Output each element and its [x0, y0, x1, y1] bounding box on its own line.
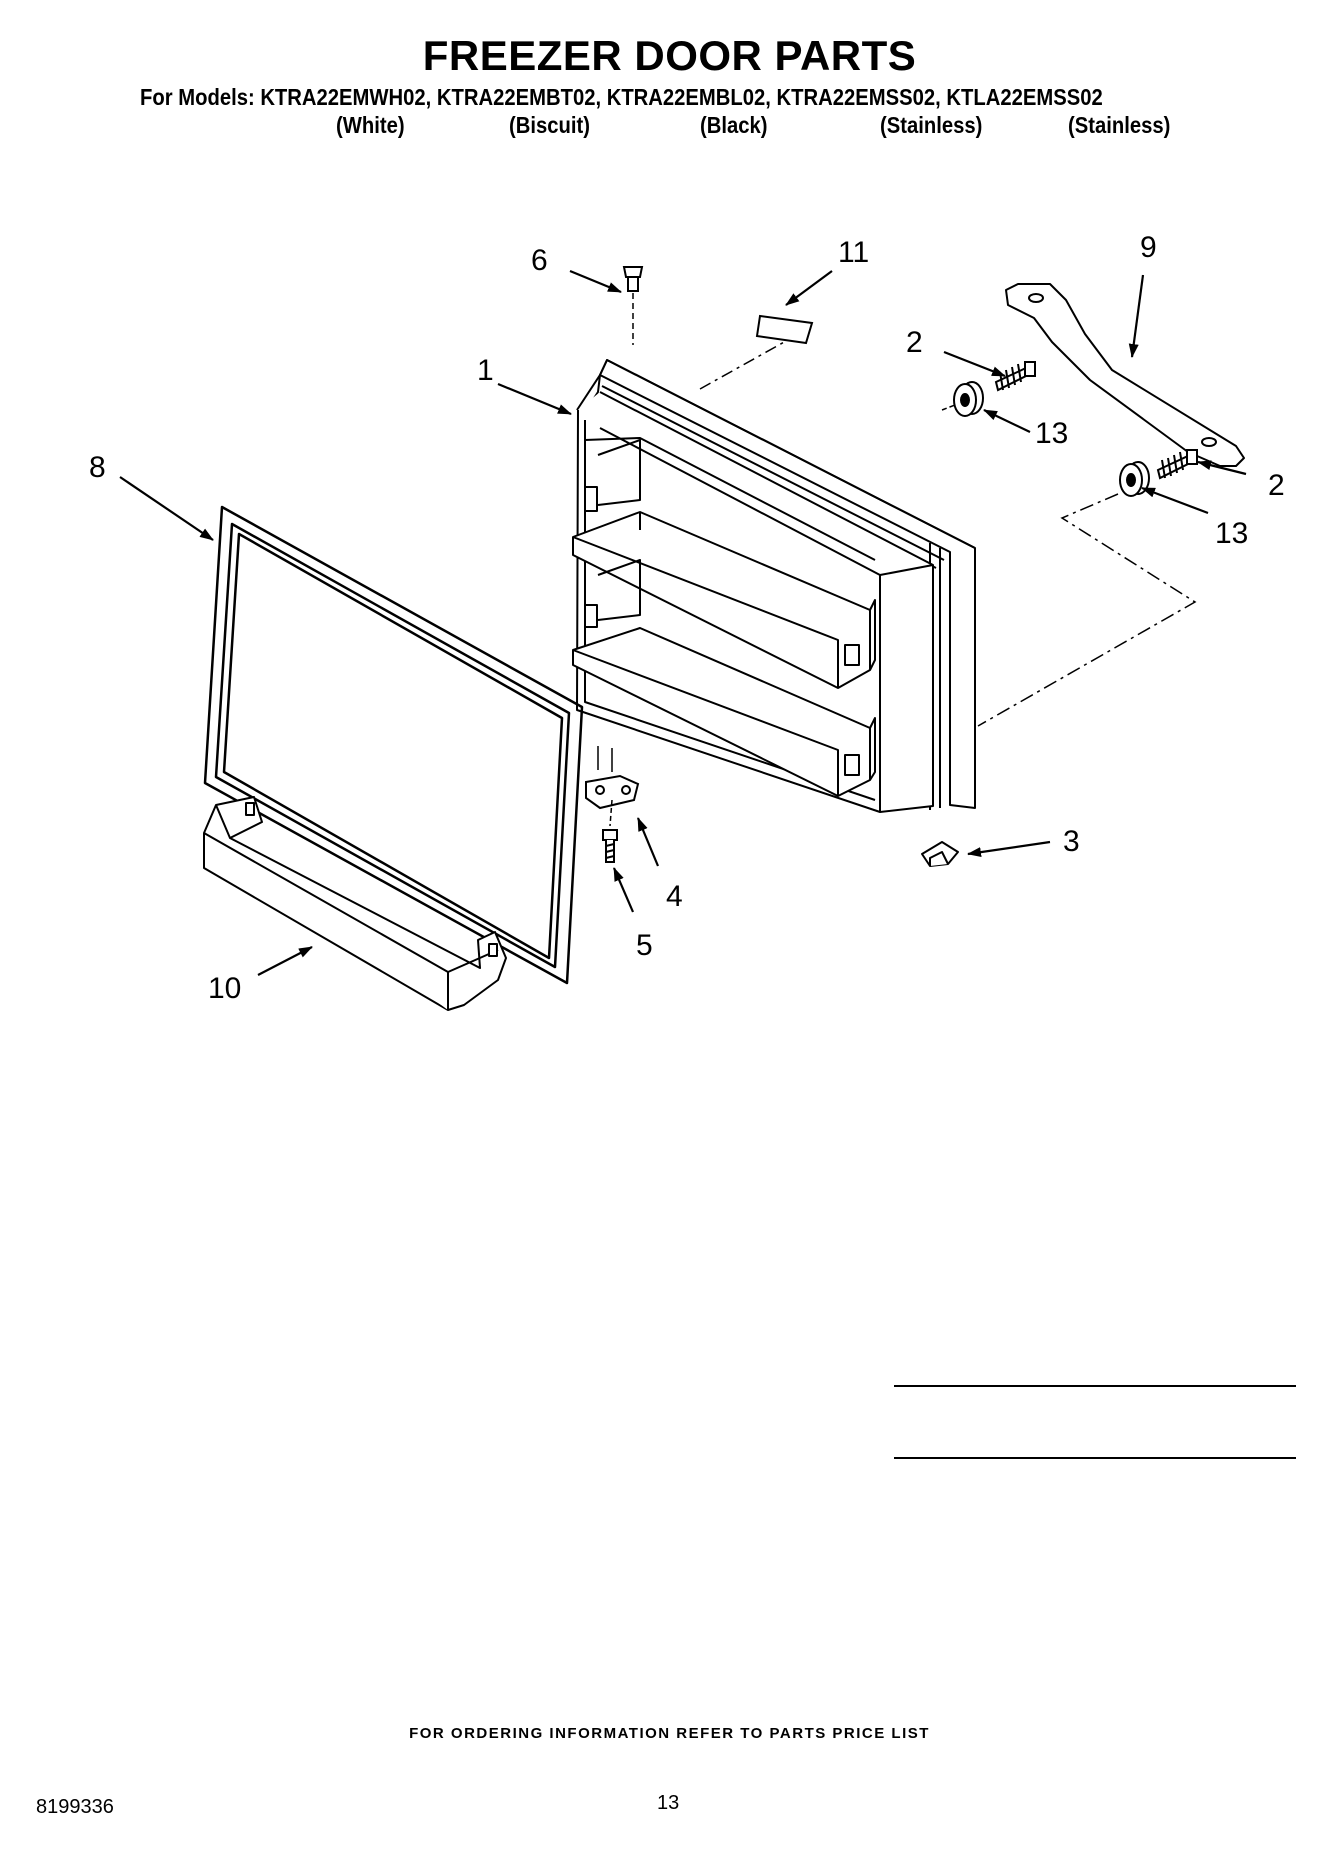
hinge-pins: [597, 746, 613, 772]
door-handle: [1005, 283, 1245, 467]
callout-11: 11: [838, 236, 869, 269]
callout-8: 8: [89, 451, 106, 484]
callout-2-lower: 2: [1268, 469, 1285, 502]
variant-white: (White): [336, 112, 405, 138]
callout-1: 1: [477, 354, 494, 387]
blank-rule-2: [894, 1457, 1296, 1459]
blank-rule-1: [894, 1385, 1296, 1387]
screw-6: [622, 266, 644, 292]
callout-4: 4: [666, 880, 683, 913]
variant-stainless-2: (Stainless): [1068, 112, 1171, 138]
hinge-bracket: [585, 774, 640, 810]
callout-10: 10: [208, 972, 241, 1005]
ordering-note: FOR ORDERING INFORMATION REFER TO PARTS …: [409, 1725, 930, 1742]
callout-5: 5: [636, 929, 653, 962]
document-number: 8199336: [36, 1796, 114, 1818]
variant-stainless-1: (Stainless): [880, 112, 983, 138]
freezer-door: [572, 359, 976, 813]
door-bin: [203, 796, 507, 1011]
variant-biscuit: (Biscuit): [509, 112, 590, 138]
callout-9: 9: [1140, 231, 1157, 264]
spacer-upper: [953, 381, 984, 417]
callout-arrows: [119, 269, 1247, 976]
handle-screw-upper: [994, 361, 1036, 392]
spacer-lower: [1119, 461, 1150, 497]
callout-13-lower: 13: [1215, 517, 1248, 550]
callout-13-upper: 13: [1035, 417, 1068, 450]
label-11-guide: [699, 340, 787, 390]
door-stop-3: [921, 841, 959, 867]
callout-2-upper: 2: [906, 326, 923, 359]
handle-screw-lower: [1156, 449, 1198, 480]
hinge-screw: [602, 829, 618, 863]
page-number: 13: [657, 1792, 680, 1814]
variant-black: (Black): [700, 112, 768, 138]
label-11: [755, 314, 814, 345]
callout-6: 6: [531, 244, 548, 277]
door-gasket: [203, 505, 584, 985]
callout-3: 3: [1063, 825, 1080, 858]
page-title: FREEZER DOOR PARTS: [422, 32, 917, 79]
handle-guide-line: [977, 493, 1197, 727]
models-line: For Models: KTRA22EMWH02, KTRA22EMBT02, …: [140, 84, 1103, 110]
